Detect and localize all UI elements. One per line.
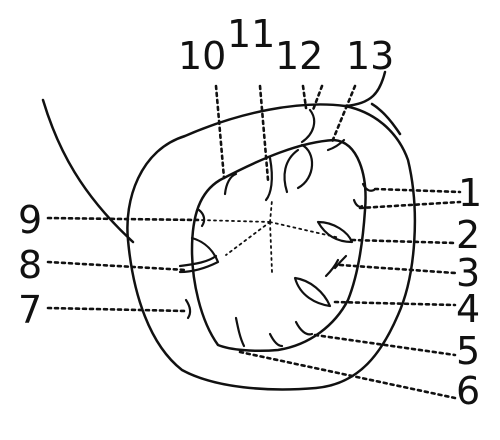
upper-lobe-edge	[370, 102, 402, 136]
label-4: 4	[456, 287, 481, 331]
outer-wall	[126, 103, 417, 391]
lobe-4	[293, 276, 332, 308]
mark-6	[234, 316, 246, 348]
hook-12a	[283, 148, 300, 194]
label-3: 3	[456, 251, 481, 295]
mark-3	[333, 254, 348, 270]
mark-5b	[268, 332, 284, 348]
leader-1b	[358, 200, 462, 210]
leader-8	[46, 260, 188, 272]
hook-12b	[296, 143, 314, 190]
center-ray-3	[269, 221, 273, 273]
hook-12c	[300, 108, 316, 144]
label-2: 2	[456, 213, 481, 257]
lobe-2	[316, 220, 354, 244]
leader-4	[333, 300, 457, 307]
leader-10	[214, 84, 226, 180]
center-ray-9	[198, 219, 271, 223]
mark-13	[326, 138, 346, 152]
leader-5	[313, 333, 457, 357]
label-11: 11	[227, 12, 276, 56]
leader-9	[46, 216, 201, 222]
leader-1	[373, 187, 462, 194]
label-1: 1	[458, 171, 483, 215]
fold-8b	[178, 254, 218, 268]
upper-lobe	[343, 70, 387, 108]
center-ray-8	[225, 221, 271, 256]
label-10: 10	[178, 34, 227, 78]
label-6: 6	[456, 369, 481, 413]
label-5: 5	[456, 329, 481, 373]
hook-11	[264, 156, 273, 202]
leader-3	[338, 263, 457, 275]
mark-7	[184, 298, 192, 320]
label-9: 9	[18, 198, 43, 242]
label-8: 8	[18, 243, 43, 287]
leader-6	[238, 350, 457, 400]
leader-7	[46, 306, 188, 313]
mark-3b	[324, 258, 340, 278]
hook-10	[223, 172, 238, 196]
long-side-stroke	[41, 98, 135, 244]
fold-8	[178, 236, 220, 274]
inner-wall	[190, 138, 367, 353]
leader-12	[301, 84, 308, 110]
mark-1b	[352, 198, 364, 208]
mark-1	[361, 182, 376, 192]
leader-11	[258, 84, 270, 182]
leader-12b	[311, 84, 324, 112]
leader-13	[330, 84, 357, 144]
label-7: 7	[18, 288, 43, 332]
mark-9	[197, 208, 206, 228]
center-ray-12	[269, 199, 273, 223]
leader-2	[350, 238, 457, 245]
mark-5	[294, 320, 314, 336]
label-12: 12	[275, 34, 324, 78]
label-13: 13	[346, 34, 395, 78]
